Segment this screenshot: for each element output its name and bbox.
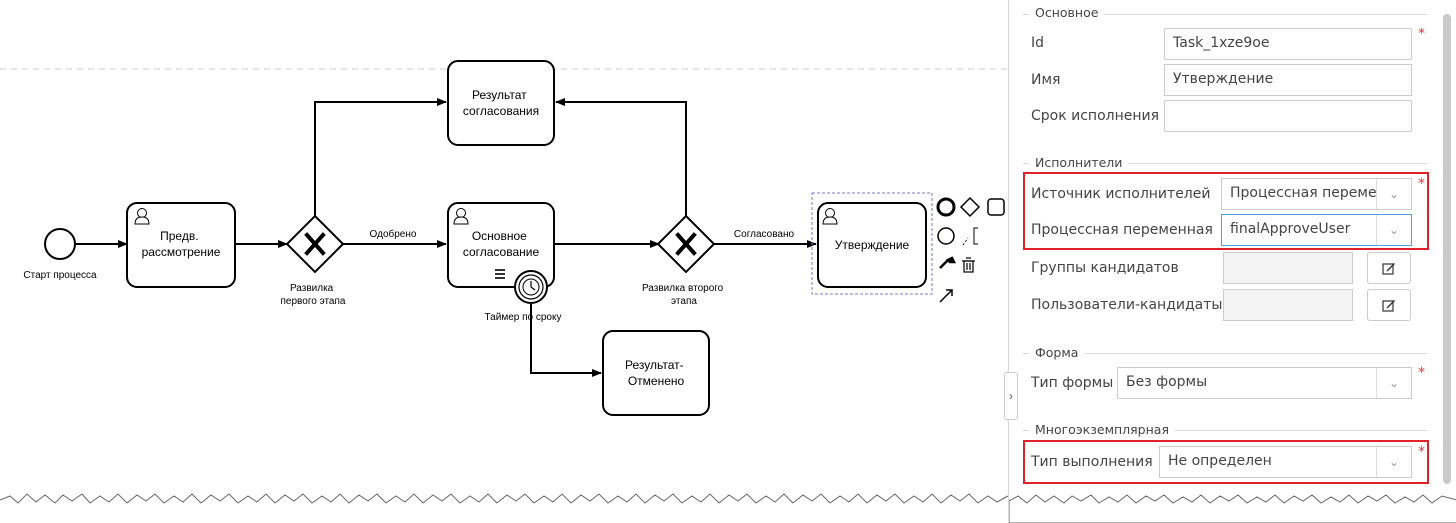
- append-intermediate-event-icon[interactable]: [937, 227, 955, 245]
- form-type-select[interactable]: Без формы ⌄: [1117, 367, 1412, 399]
- wrench-icon[interactable]: [939, 256, 957, 269]
- start-event-label: Старт процесса: [23, 270, 97, 281]
- user-task-icon: [822, 208, 838, 225]
- performer-source-select[interactable]: Процессная перемен ⌄: [1221, 178, 1412, 210]
- torn-edge: [0, 493, 1008, 504]
- append-gateway-icon[interactable]: [959, 196, 981, 218]
- id-input[interactable]: Task_1xze9oe: [1164, 28, 1412, 60]
- chevron-down-icon[interactable]: ⌄: [1376, 368, 1411, 398]
- process-variable-label: Процессная переменная: [1031, 222, 1213, 238]
- due-date-input[interactable]: [1164, 100, 1412, 132]
- bpmn-canvas[interactable]: Старт процесса Предв. рассмотрение Резул…: [0, 0, 1008, 523]
- exec-type-value: Не определен: [1168, 453, 1272, 469]
- exec-type-select[interactable]: Не определен ⌄: [1159, 446, 1412, 478]
- gateway-first[interactable]: [285, 214, 345, 274]
- scrollbar[interactable]: [1442, 14, 1452, 504]
- torn-edge: [1009, 494, 1456, 523]
- timer-label: Таймер по сроку: [485, 312, 562, 323]
- required-mark: *: [1418, 444, 1425, 460]
- text-annotation-icon[interactable]: [962, 227, 978, 246]
- task-approval[interactable]: Утверждение: [811, 192, 933, 295]
- highlight-frame: [1023, 172, 1429, 250]
- candidate-users-label: Пользователи-кандидаты: [1031, 297, 1223, 313]
- flow-gw2-to-result: [555, 98, 687, 216]
- flow-label-approved: Одобрено: [370, 228, 417, 240]
- task-result-cancel-label: Результат- Отменено: [625, 358, 687, 388]
- clock-icon: [522, 278, 540, 296]
- task-predv[interactable]: Предв. рассмотрение: [126, 202, 236, 288]
- task-result-agreed[interactable]: Результат согласования: [447, 60, 555, 146]
- performer-source-value: Процессная перемен: [1230, 185, 1386, 201]
- edit-candidate-groups-button[interactable]: [1367, 252, 1411, 284]
- highlight-frame: [1023, 440, 1429, 484]
- candidate-users-input: [1223, 289, 1353, 321]
- section-multi-legend: Многоэкземплярная: [1029, 422, 1175, 437]
- section-divider: [1023, 353, 1427, 354]
- performer-source-label: Источник исполнителей: [1031, 186, 1211, 202]
- required-mark: *: [1418, 26, 1425, 42]
- timer-boundary-event[interactable]: [514, 270, 548, 304]
- exclusive-x-icon: [675, 232, 697, 256]
- exclusive-x-icon: [304, 232, 326, 256]
- gateway-first-label: Развилка первого этапа: [281, 283, 346, 307]
- section-performers-legend: Исполнители: [1029, 155, 1129, 170]
- flow-label-agreed: Согласовано: [734, 229, 795, 240]
- connect-icon[interactable]: [939, 289, 953, 303]
- task-result-agreed-label: Результат согласования: [463, 88, 539, 118]
- task-predv-label: Предв. рассмотрение: [142, 229, 221, 259]
- due-date-label: Срок исполнения: [1031, 108, 1160, 124]
- form-type-value: Без формы: [1126, 374, 1208, 390]
- task-main-approval[interactable]: Основное согласование: [447, 202, 555, 288]
- section-divider: [1023, 14, 1427, 15]
- id-label: Id: [1031, 35, 1045, 51]
- task-result-cancel[interactable]: Результат- Отменено: [602, 330, 710, 416]
- collapse-panel-button[interactable]: ›: [1004, 372, 1018, 420]
- user-task-icon: [453, 208, 469, 225]
- chevron-down-icon[interactable]: ⌄: [1376, 179, 1411, 209]
- gateway-second-label: Развилка второго этапа: [642, 283, 726, 307]
- scrollbar-thumb[interactable]: [1443, 14, 1451, 484]
- required-mark: *: [1418, 176, 1425, 192]
- flow-timer-to-cancel: [530, 304, 602, 377]
- section-divider: [1023, 430, 1427, 431]
- process-variable-value: finalApproveUser: [1230, 221, 1351, 237]
- gateway-second[interactable]: [656, 214, 716, 274]
- properties-panel: Основное Id Task_1xze9oe * Имя Утвержден…: [1008, 0, 1456, 523]
- process-variable-select[interactable]: finalApproveUser ⌄: [1221, 214, 1412, 246]
- chevron-down-icon[interactable]: ⌄: [1376, 447, 1411, 477]
- append-task-icon[interactable]: [987, 198, 1005, 216]
- task-approval-label: Утверждение: [835, 238, 910, 252]
- sequence-flows: [76, 98, 817, 377]
- torn-edge-fill: [0, 496, 1008, 523]
- candidate-groups-label: Группы кандидатов: [1031, 260, 1179, 276]
- section-divider: [1023, 163, 1427, 164]
- section-main-legend: Основное: [1029, 5, 1105, 20]
- user-task-icon: [134, 208, 150, 225]
- start-event[interactable]: [44, 228, 76, 260]
- task-main-approval-label: Основное согласование: [463, 229, 540, 259]
- candidate-groups-input: [1223, 252, 1353, 284]
- trash-icon[interactable]: [962, 257, 975, 273]
- selection-outline: [811, 192, 933, 295]
- diagram-svg[interactable]: Старт процесса Предв. рассмотрение Резул…: [0, 0, 1008, 523]
- chevron-right-icon: ›: [1009, 389, 1013, 403]
- required-mark: *: [1418, 365, 1425, 381]
- exec-type-label: Тип выполнения: [1031, 454, 1153, 470]
- append-end-event-icon[interactable]: [936, 197, 956, 217]
- edit-icon: [1382, 300, 1395, 312]
- section-form-legend: Форма: [1029, 345, 1085, 360]
- multi-instance-icon: [495, 269, 505, 279]
- context-pad[interactable]: [936, 196, 1005, 303]
- name-input[interactable]: Утверждение: [1164, 64, 1412, 96]
- name-label: Имя: [1031, 72, 1061, 88]
- form-type-label: Тип формы: [1031, 375, 1114, 391]
- chevron-down-icon[interactable]: ⌄: [1376, 215, 1411, 245]
- edit-icon: [1382, 263, 1395, 275]
- flow-gw1-to-result: [314, 98, 447, 216]
- edit-candidate-users-button[interactable]: [1367, 289, 1411, 321]
